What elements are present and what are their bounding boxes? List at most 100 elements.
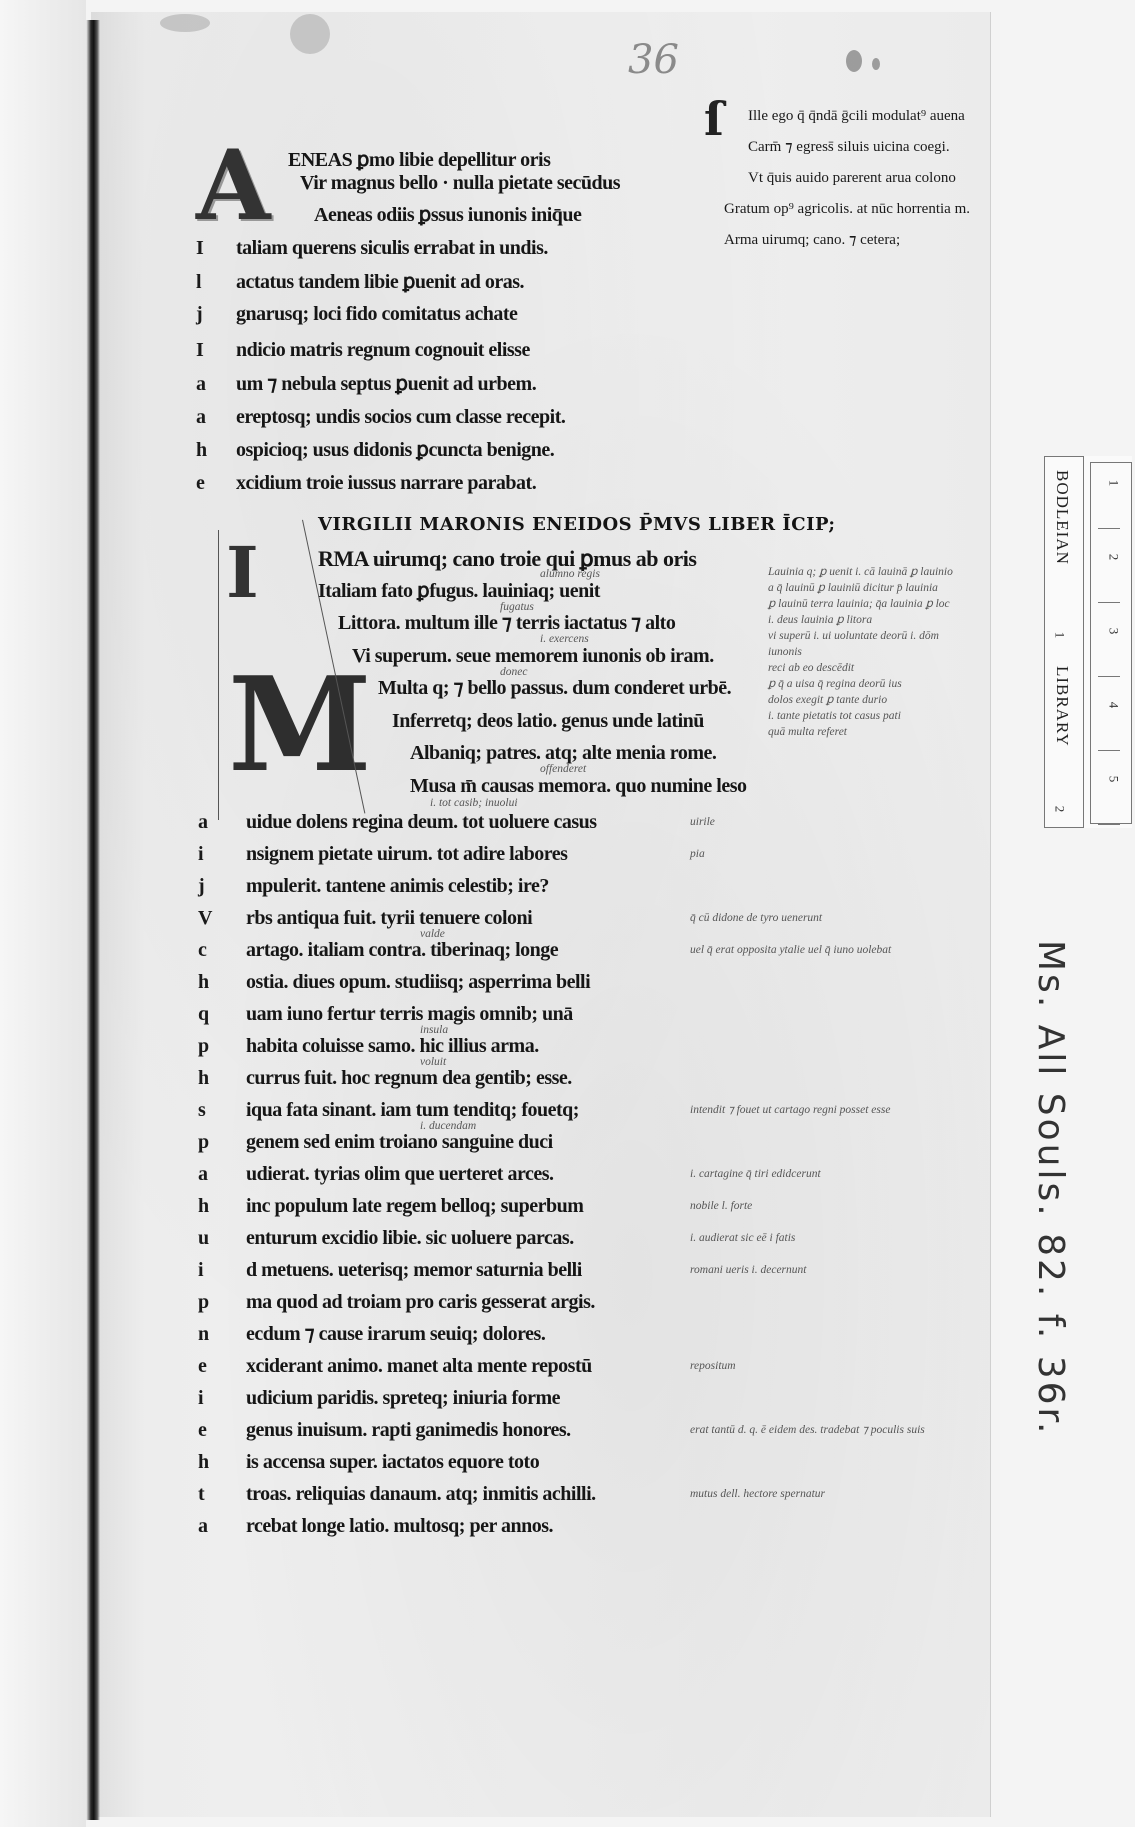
- interlinear-gloss: erat tantū d. q. ē eidem des. tradebat ⁊…: [690, 1424, 925, 1436]
- main-text-line: enturum excidio libie. sic uoluere parca…: [246, 1227, 574, 1249]
- margin-letter: V: [198, 907, 213, 929]
- margin-letter: c: [198, 939, 207, 961]
- interlinear-gloss: i. ducendam: [420, 1120, 477, 1132]
- margin-letter: i: [198, 1259, 204, 1281]
- main-text-line: iqua fata sinant. iam tum tenditq; fouet…: [246, 1099, 579, 1121]
- right-column-line: Carm̄ ⁊ egress̄ siluis uicina coegi.: [748, 139, 950, 155]
- proem-line: Littora. multum ille ⁊ terris iactatus ⁊…: [338, 612, 676, 634]
- margin-letter: I: [196, 237, 204, 259]
- margin-letter: e: [198, 1419, 207, 1441]
- interlinear-gloss: q̄ cū didone de tyro uenerunt: [690, 912, 823, 924]
- margin-note: quā multa referet: [768, 726, 847, 738]
- margin-note: Lauinia q; ꝑ uenit i. cā lauinā ꝑ lauini…: [768, 566, 953, 578]
- proem-line: Multa q; ⁊ bello passus. dum conderet ur…: [378, 677, 732, 699]
- ruler-segment-label: 1: [1052, 631, 1068, 639]
- ruler-scale-box: [1090, 462, 1132, 824]
- page-damage: [160, 14, 210, 32]
- argument-line: um ⁊ nebula septus ꝑuenit ad urbem.: [236, 373, 537, 395]
- margin-note: ꝑ q̄ a uisa q̄ regina deorū ius: [768, 678, 902, 690]
- shelfmark: Ms. All Souls. 82. f. 36r.: [1030, 940, 1071, 1437]
- margin-letter: p: [198, 1035, 210, 1057]
- interlinear-gloss: alumno regis: [540, 568, 600, 580]
- main-text-line: mpulerit. tantene animis celestib; ire?: [246, 875, 549, 897]
- margin-letter: j: [198, 875, 205, 897]
- decorated-initial-a: A: [196, 129, 271, 242]
- margin-letter: a: [198, 1163, 208, 1185]
- margin-letter: u: [198, 1227, 210, 1249]
- margin-note: dolos exegit ꝑ tante durio: [768, 694, 888, 706]
- ruling-line: [218, 530, 219, 820]
- margin-note: a q̄ lauinū ꝑ lauiniū dicitur p̄ lauinia: [768, 582, 938, 594]
- interlinear-gloss: offenderet: [540, 763, 587, 775]
- argument-line: taliam querens siculis errabat in undis.: [236, 237, 548, 259]
- argument-line: Vir magnus bello · nulla pietate secūdus: [300, 172, 621, 194]
- proem-line: Inferretq; deos latio. genus unde latinū: [392, 709, 704, 732]
- proem-line: Musa m̄ causas memora. quo numine leso: [410, 774, 747, 797]
- margin-note: iunonis: [768, 646, 802, 658]
- margin-letter: e: [196, 472, 205, 494]
- interlinear-gloss: romani ueris i. decernunt: [690, 1264, 807, 1276]
- margin-letter: h: [198, 1195, 210, 1217]
- margin-letter: h: [198, 1451, 210, 1473]
- margin-letter: n: [198, 1323, 210, 1345]
- argument-line: gnarusq; loci fido comitatus achate: [236, 303, 518, 325]
- interlinear-gloss: i. tot casib; inuolui: [430, 796, 518, 809]
- page-damage: [290, 14, 330, 54]
- flourished-initial-i: ſ: [704, 92, 724, 146]
- main-text-line: udierat. tyrias olim que uerteret arces.: [246, 1163, 554, 1185]
- margin-note: i. deus lauinia ꝑ litora: [768, 614, 873, 626]
- argument-line: ndicio matris regnum cognouit elisse: [236, 339, 530, 361]
- argument-line: xcidium troie iussus narrare parabat.: [236, 472, 537, 494]
- main-text-line: inc populum late regem belloq; superbum: [246, 1195, 584, 1217]
- margin-letter: h: [198, 1067, 210, 1089]
- decorated-initial-i: I: [226, 531, 259, 614]
- margin-letter: l: [196, 271, 202, 293]
- interlinear-gloss: uel q̄ erat opposita ytalie uel q̄ iuno …: [690, 944, 892, 956]
- main-text-line: ecdum ⁊ cause irarum seuiq; dolores.: [246, 1323, 546, 1345]
- main-text-line: xciderant animo. manet alta mente repost…: [246, 1355, 592, 1377]
- decorated-initial-m: M: [228, 648, 372, 801]
- main-text-line: genem sed enim troiano sanguine duci: [246, 1131, 553, 1153]
- interlinear-gloss: valde: [420, 928, 445, 940]
- ink-stain: [846, 50, 862, 72]
- margin-letter: p: [198, 1291, 210, 1313]
- ruler-scale-number: 4: [1106, 701, 1122, 709]
- ruler-tick: [1098, 676, 1120, 677]
- ruler-word-library: LIBRARY: [1053, 666, 1072, 747]
- main-text-line: rcebat longe latio. multosq; per annos.: [246, 1515, 554, 1537]
- right-column-line: Ille ego q̄ q̄ndā ḡcili modulat⁹ auena: [748, 108, 965, 124]
- argument-opening-line: ENEAS ꝑmo libie depellitur oris: [288, 149, 551, 171]
- ruler-scale-number: 5: [1106, 775, 1122, 783]
- margin-note: vi superū i. ui uoluntate deorū i. dōm: [768, 630, 939, 642]
- interlinear-gloss: fugatus: [500, 600, 534, 613]
- right-column-line: Gratum op⁹ agricolis. at nūc horrentia m…: [724, 201, 970, 217]
- interlinear-gloss: mutus dell. hectore spernatur: [690, 1488, 826, 1500]
- main-text-line: habita coluisse samo. hic illius arma.: [246, 1035, 539, 1057]
- main-text-line: nsignem pietate uirum. tot adire labores: [246, 843, 568, 865]
- folio-number: 36: [628, 37, 679, 83]
- interlinear-gloss: uirile: [690, 816, 715, 828]
- interlinear-gloss: repositum: [690, 1360, 736, 1372]
- main-text-line: artago. italiam contra. tiberinaq; longe: [246, 939, 559, 961]
- argument-line: ospicioq; usus didonis ꝑcuncta benigne.: [236, 439, 555, 461]
- right-margin-notes: Lauinia q; ꝑ uenit i. cā lauinā ꝑ lauini…: [768, 566, 988, 738]
- right-column-line: Vt q̄uis auido parerent arua colono: [748, 170, 956, 186]
- main-text-line: troas. reliquias danaum. atq; inmitis ac…: [246, 1483, 596, 1505]
- margin-letter: i: [198, 1387, 204, 1409]
- proem-line: Albaniq; patres. atq; alte menia rome.: [410, 742, 717, 764]
- incipit-heading: VIRGILII MARONIS ENEIDOS P̄MVS LIBER ĪCI…: [318, 514, 836, 535]
- main-text-line: uidue dolens regina deum. tot uoluere ca…: [246, 811, 597, 833]
- ruler-segment-label: 2: [1052, 805, 1068, 813]
- margin-letter: s: [198, 1099, 206, 1121]
- margin-letter: e: [198, 1355, 207, 1377]
- main-text-line: udicium paridis. spreteq; iniuria forme: [246, 1387, 561, 1409]
- ruler-label-box: [1044, 456, 1084, 828]
- margin-letter: a: [196, 406, 206, 428]
- ruler-scale-number: 1: [1106, 479, 1122, 487]
- interlinear-gloss: voluit: [420, 1056, 447, 1068]
- ruler-tick: [1098, 750, 1120, 751]
- margin-note: ꝑ lauinū terra lauinia; q̄a lauinia ꝑ lo…: [768, 598, 950, 610]
- argument-line: Aeneas odiis ꝑssus iunonis iniq̄ue: [314, 204, 582, 226]
- interlinear-gloss: donec: [500, 665, 528, 678]
- margin-letter: h: [196, 439, 208, 461]
